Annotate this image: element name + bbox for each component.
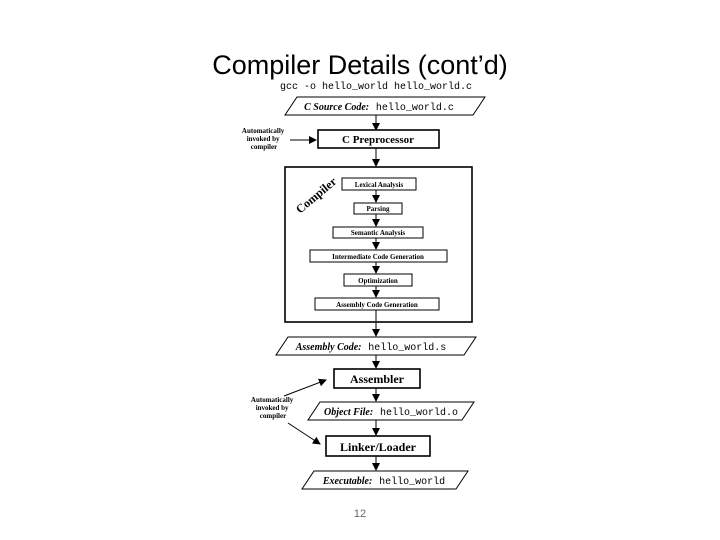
compiler-group: Compiler Lexical Analysis Parsing Semant…: [284, 166, 473, 323]
object-label: Object File:: [324, 407, 373, 418]
phase-assembly-code-generation: Assembly Code Generation: [336, 301, 418, 309]
gcc-command: gcc -o hello_world hello_world.c: [280, 81, 472, 93]
svg-text:C Source Code: hello_wor: C Source Code: hello_world.c: [304, 102, 454, 114]
assembler-label: Assembler: [350, 372, 405, 386]
phase-semantic-analysis: Semantic Analysis: [351, 229, 406, 237]
assembly-file-node: Assembly Code: hello_world.s: [275, 336, 477, 356]
assembly-label: Assembly Code:: [295, 342, 362, 353]
slide-title: Compiler Details (cont’d): [212, 50, 508, 80]
svg-text:Executable: hello_world: Executable: hello_world: [322, 476, 445, 488]
phase-intermediate-code: Intermediate Code Generation: [332, 253, 424, 261]
source-file: hello_world.c: [376, 102, 454, 114]
svg-text:Assembly Code: hello_wor: Assembly Code: hello_world.s: [295, 342, 447, 354]
assembler-node: Assembler: [333, 368, 421, 389]
auto-note-2: Automatically invoked by compiler: [251, 396, 295, 420]
executable-label: Executable:: [322, 476, 372, 487]
linker-loader-node: Linker/Loader: [325, 435, 431, 457]
executable-file-node: Executable: hello_world: [301, 470, 469, 490]
source-label: C Source Code:: [304, 102, 369, 113]
object-file: hello_world.o: [380, 407, 458, 419]
phase-parsing: Parsing: [367, 205, 390, 213]
assembly-file: hello_world.s: [368, 342, 446, 354]
phase-lexical-analysis: Lexical Analysis: [355, 181, 404, 189]
source-file-node: C Source Code: hello_world.c: [284, 96, 486, 116]
preprocessor-node: C Preprocessor: [317, 129, 440, 149]
preprocessor-label: C Preprocessor: [342, 134, 414, 146]
auto-note-1: Automatically invoked by compiler: [242, 127, 286, 151]
linker-loader-label: Linker/Loader: [340, 440, 417, 454]
page-number: 12: [353, 508, 367, 520]
svg-text:Object File: hello_world: Object File: hello_world.o: [324, 407, 458, 419]
executable-file: hello_world: [379, 476, 445, 488]
phase-optimization: Optimization: [358, 277, 398, 285]
object-file-node: Object File: hello_world.o: [307, 401, 475, 421]
